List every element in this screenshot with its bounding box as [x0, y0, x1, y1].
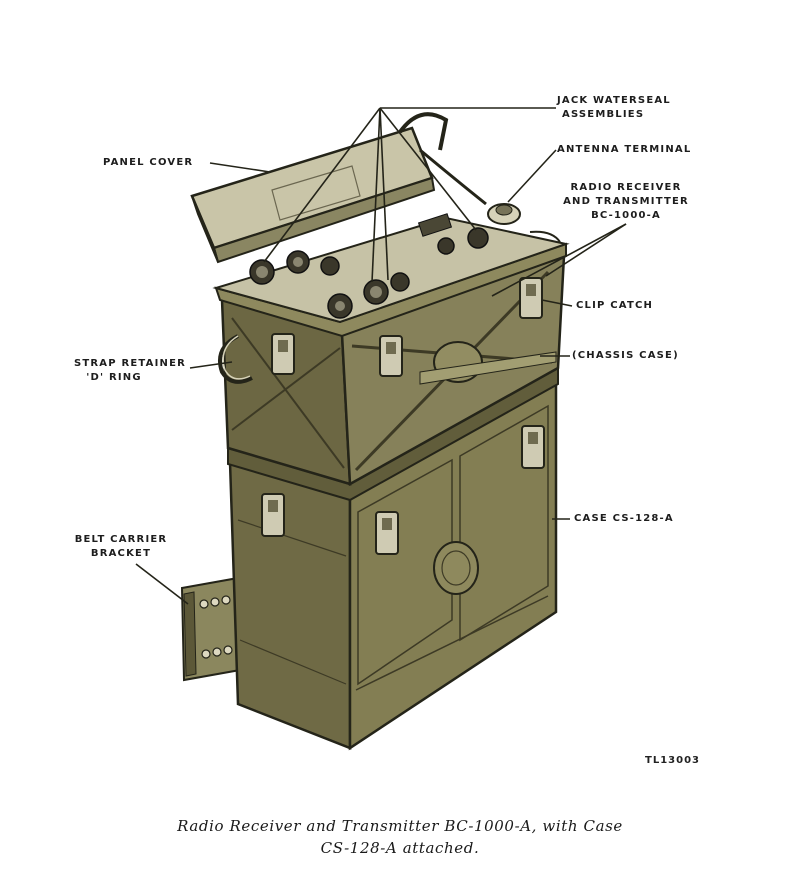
caption-line-2: CS-128-A attached. — [320, 839, 480, 857]
panel-cover — [190, 112, 487, 264]
label-strap-retainer-2: 'D' RING — [86, 372, 142, 383]
label-radio-1: RADIO RECEIVER — [570, 182, 682, 193]
label-belt-carrier-2: BRACKET — [90, 548, 152, 559]
d-ring — [218, 334, 253, 384]
label-strap-retainer-1: STRAP RETAINER — [73, 358, 186, 369]
label-clip-catch: CLIP CATCH — [576, 300, 654, 311]
leader-lines — [135, 107, 627, 605]
label-panel-cover: PANEL COVER — [103, 157, 194, 168]
label-radio-3: BC-1000-A — [591, 210, 661, 221]
label-radio-2: AND TRANSMITTER — [563, 196, 689, 207]
case-cs-128-a — [227, 366, 559, 751]
label-jack-waterseal-2: ASSEMBLIES — [562, 109, 645, 120]
figure-id: TL13003 — [645, 755, 700, 766]
label-antenna-terminal: ANTENNA TERMINAL — [557, 144, 692, 155]
label-case-cs-128-a: CASE CS-128-A — [574, 513, 674, 524]
control-panel — [212, 203, 570, 324]
label-belt-carrier-1: BELT CARRIER — [74, 534, 168, 545]
belt-carrier-bracket — [180, 576, 242, 682]
label-chassis-case: (CHASSIS CASE) — [572, 350, 679, 361]
caption-line-1: Radio Receiver and Transmitter BC-1000-A… — [177, 817, 623, 835]
label-jack-waterseal-1: JACK WATERSEAL — [557, 95, 671, 106]
clip-catches — [261, 277, 545, 555]
